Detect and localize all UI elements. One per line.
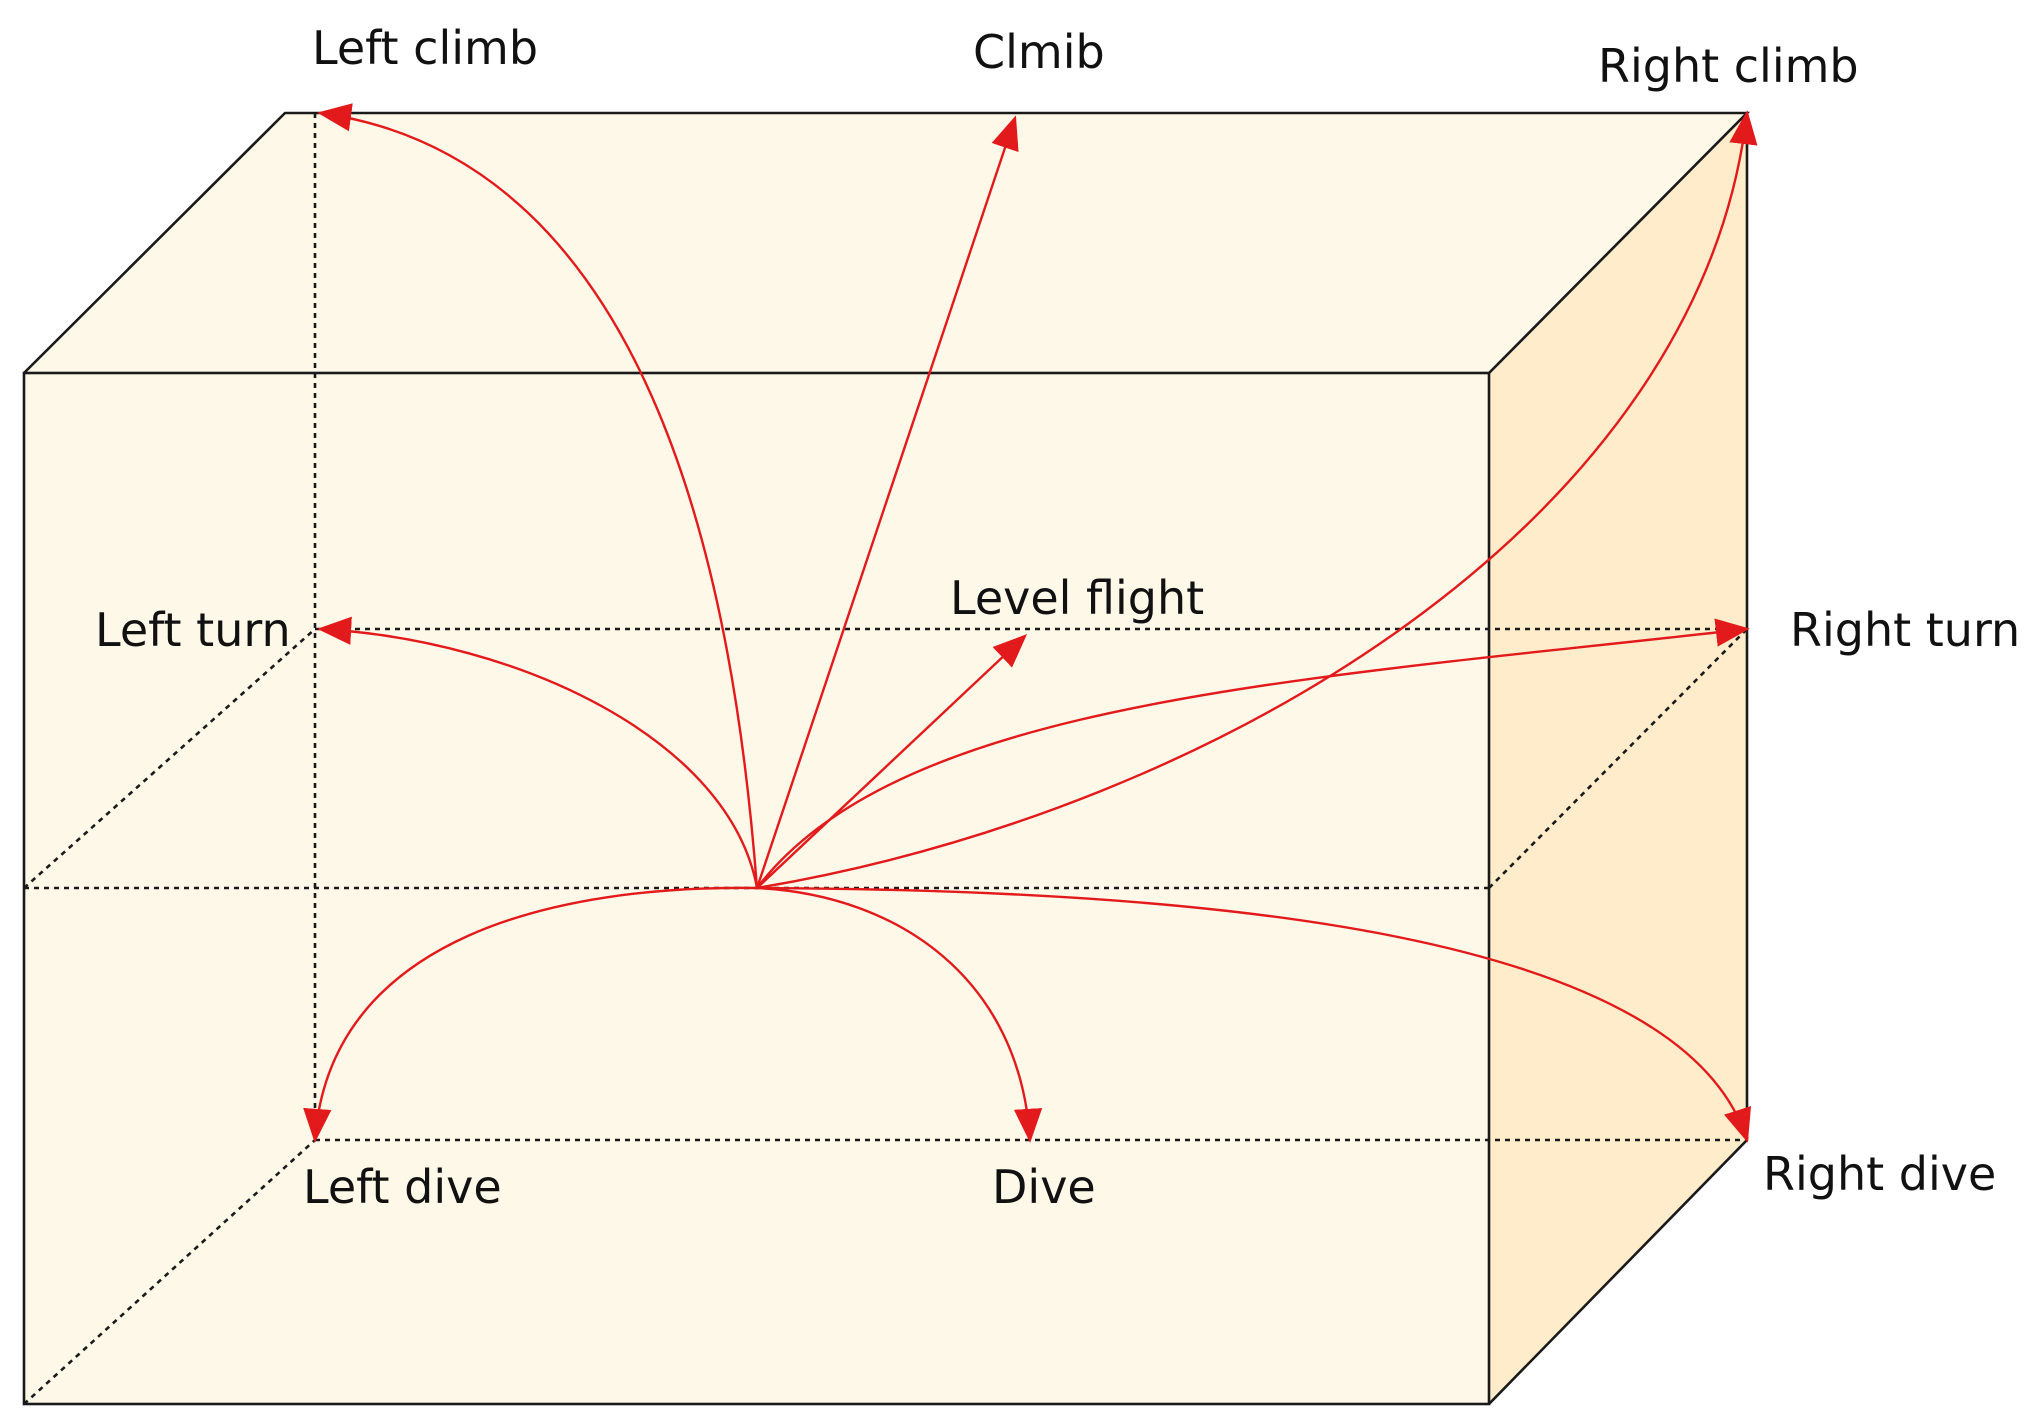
climb-arrow — [755, 115, 1019, 889]
left-turn-arrow — [317, 616, 759, 889]
right-turn-arrow — [756, 618, 1750, 889]
label-left-dive: Left dive — [303, 1160, 502, 1214]
left-dive-arrow — [303, 886, 758, 1143]
label-left-turn: Left turn — [95, 603, 291, 657]
box-front-outline — [22, 371, 1491, 1406]
label-level-flight: Level flight — [950, 571, 1204, 625]
label-right-dive: Right dive — [1763, 1147, 1996, 1201]
right-depth-guide — [1488, 628, 1748, 889]
left-climb-arrow — [317, 103, 759, 889]
box-top-face — [24, 113, 1747, 373]
label-right-turn: Right turn — [1790, 603, 2020, 657]
left-depth-guide — [23, 628, 316, 889]
box-top-outline — [23, 111, 1751, 374]
label-left-climb: Left climb — [312, 21, 538, 75]
label-dive: Dive — [992, 1160, 1096, 1214]
label-right-climb: Right climb — [1598, 39, 1859, 93]
label-climb: Clmib — [973, 25, 1105, 79]
level-flight-arrow — [756, 634, 1028, 889]
right-climb-arrow — [756, 110, 1758, 890]
right-dive-arrow — [756, 886, 1751, 1143]
dive-arrow — [756, 886, 1043, 1143]
